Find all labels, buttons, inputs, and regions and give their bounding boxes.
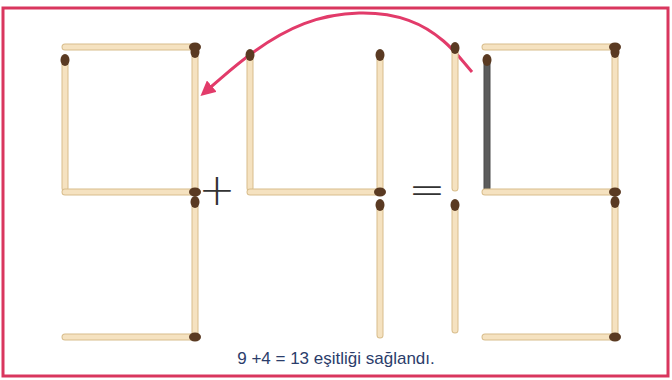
- match-head: [451, 42, 460, 54]
- match-stick: [193, 202, 198, 335]
- match-stick: [378, 55, 383, 188]
- match-head: [374, 188, 386, 197]
- match-outline: [484, 60, 491, 188]
- match-outline: [485, 189, 615, 196]
- match-stick: [613, 202, 618, 335]
- match-outline: [612, 52, 619, 188]
- match-head: [611, 46, 620, 58]
- matchstick: [61, 54, 70, 188]
- matchstick: [250, 188, 386, 197]
- matchstick: [65, 188, 201, 197]
- match-stick: [453, 48, 458, 188]
- match-outline: [62, 60, 69, 188]
- match-head: [451, 199, 460, 211]
- match-outline: [377, 205, 384, 335]
- match-outline: [192, 52, 199, 188]
- matchstick: [376, 199, 385, 335]
- match-stick: [378, 205, 383, 335]
- match-stick: [63, 60, 68, 188]
- match-outline: [452, 48, 459, 188]
- match-head: [191, 196, 200, 208]
- match-stick: [248, 55, 253, 188]
- match-outline: [612, 202, 619, 335]
- match-head: [61, 54, 70, 66]
- match-outline: [247, 55, 254, 188]
- match-head: [609, 333, 621, 342]
- match-head: [191, 46, 200, 58]
- matchstick: [611, 196, 620, 335]
- match-stick: [613, 52, 618, 188]
- matchstick: [376, 49, 385, 188]
- operator-symbol: =: [409, 168, 446, 212]
- match-outline: [65, 334, 195, 341]
- frame: [3, 8, 668, 376]
- match-stick: [250, 190, 380, 195]
- match-stick: [193, 52, 198, 188]
- match-stick: [485, 45, 615, 50]
- match-outline: [452, 205, 459, 330]
- matchstick: [485, 188, 621, 197]
- match-outline: [192, 202, 199, 335]
- match-head: [611, 196, 620, 208]
- match-head: [376, 199, 385, 211]
- matchstick: [483, 54, 492, 188]
- match-stick: [485, 190, 615, 195]
- matchstick: [65, 43, 201, 52]
- match-head: [609, 188, 621, 197]
- match-stick: [485, 60, 490, 188]
- matchstick: [451, 199, 460, 330]
- match-head: [376, 49, 385, 61]
- caption: 9 +4 = 13 eşitliği sağlandı.: [237, 350, 435, 367]
- matchstick: [191, 46, 200, 188]
- match-outline: [250, 189, 380, 196]
- matchstick: [65, 333, 201, 342]
- match-head: [483, 54, 492, 66]
- move-arrow: [205, 13, 472, 92]
- matchstick: [485, 43, 621, 52]
- operator-symbol: +: [199, 168, 236, 212]
- match-outline: [485, 44, 615, 51]
- match-outline: [65, 44, 195, 51]
- match-stick: [485, 335, 615, 340]
- match-stick: [65, 45, 195, 50]
- matchstick: [191, 196, 200, 335]
- match-stick: [453, 205, 458, 330]
- matchstick: [451, 42, 460, 188]
- match-outline: [485, 334, 615, 341]
- match-stick: [65, 190, 195, 195]
- matchstick: [246, 49, 255, 188]
- matchstick: [485, 333, 621, 342]
- match-outline: [65, 189, 195, 196]
- match-head: [246, 49, 255, 61]
- match-head: [189, 333, 201, 342]
- match-stick: [65, 335, 195, 340]
- match-outline: [377, 55, 384, 188]
- matchstick: [611, 46, 620, 188]
